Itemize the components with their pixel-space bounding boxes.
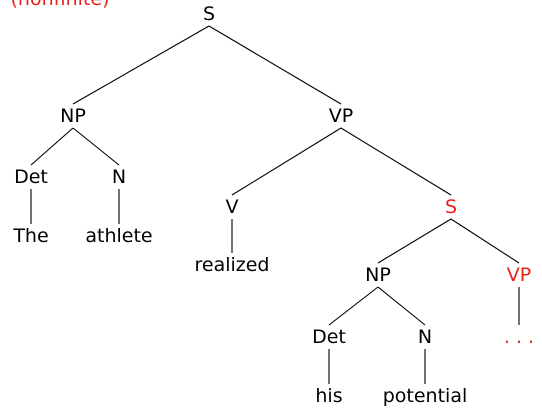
edge-s_embedded-to-np_embedded <box>377 218 452 264</box>
node-vp-embedded: VP <box>507 264 531 286</box>
edge-np_embedded-to-det_his <box>328 286 379 326</box>
node-det-his: Det <box>312 326 346 348</box>
node-vp-main: VP <box>329 105 353 127</box>
edge-vp_main-to-s_embedded <box>340 127 452 196</box>
node-word-his: his <box>315 385 342 407</box>
edge-s_root-to-np_subject <box>72 25 210 105</box>
node-n-athlete: N <box>112 166 126 188</box>
node-s-embedded: S <box>445 196 457 218</box>
node-ellipsis: . . . <box>504 326 534 348</box>
node-v-realized: V <box>226 196 239 218</box>
node-det-the: Det <box>14 166 48 188</box>
edge-s_root-to-vp_main <box>208 25 342 105</box>
edge-np_subject-to-n_athlete <box>72 127 120 166</box>
node-np-embedded: NP <box>365 264 391 286</box>
node-word-the: The <box>12 225 48 247</box>
node-word-athlete: athlete <box>85 225 152 247</box>
node-n-potential: N <box>418 326 432 348</box>
edge-s_embedded-to-vp_embedded <box>450 218 520 264</box>
edge-np_embedded-to-n_potential <box>377 286 426 326</box>
node-s-root: S <box>203 3 215 25</box>
edge-vp_main-to-v_realized <box>231 127 342 196</box>
edge-np_subject-to-det_the <box>30 127 74 166</box>
tree-edges <box>30 25 520 384</box>
node-word-realized: realized <box>194 254 269 276</box>
header-label: (nonfinite) <box>11 0 110 10</box>
node-np-subject: NP <box>60 105 86 127</box>
node-word-potential: potential <box>383 385 468 407</box>
